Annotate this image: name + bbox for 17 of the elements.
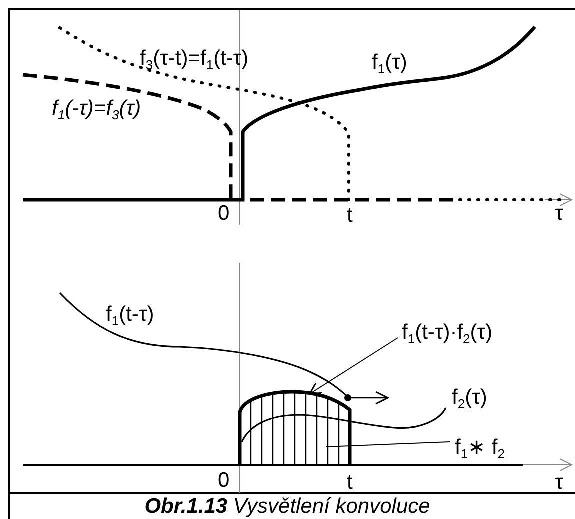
curve-label: f$_{1}$(t-τ) xyxy=(106,304,154,328)
leader-line xyxy=(326,442,450,448)
figure-caption: Obr.1.13 Vysvětlení konvoluce xyxy=(144,494,432,519)
curve-label: f$_{1}$(τ) xyxy=(372,52,408,76)
curve-label: f$_{2}$(τ) xyxy=(452,387,488,411)
curve-label: τ xyxy=(555,472,564,493)
leader-line xyxy=(309,338,398,395)
callout-label: f$_{1}$(t-τ)·f$_{2}$(τ) xyxy=(402,322,493,346)
curve-label: 0 xyxy=(218,203,230,224)
callout-label: f$_{1}$∗ f$_{2}$ xyxy=(455,437,506,461)
curve-label: 0 xyxy=(218,470,230,491)
curve-label: t xyxy=(347,205,353,226)
curve-label: t xyxy=(347,472,353,493)
curve-label: f$_{1}$(-τ)=f$_{3}$(τ) xyxy=(52,98,142,122)
curve-label: f$_{3}$(τ-t)=f$_{1}$(t-τ) xyxy=(140,48,249,72)
curve-label: τ xyxy=(555,203,564,224)
hatched-area xyxy=(238,390,352,465)
